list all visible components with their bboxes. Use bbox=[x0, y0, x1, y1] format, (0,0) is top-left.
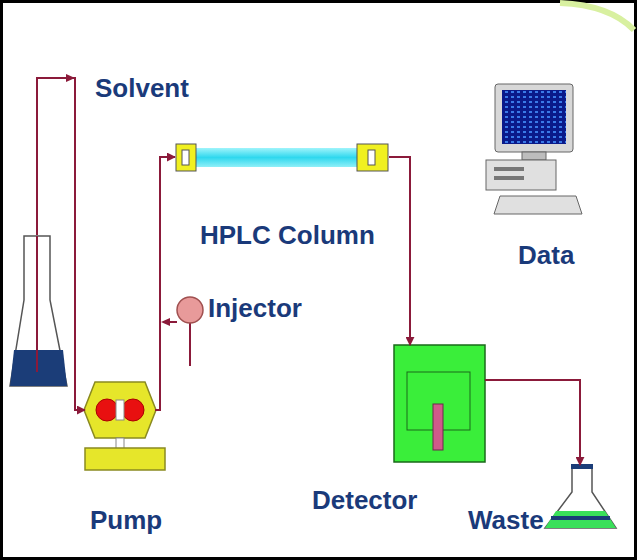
component-label: Waste bbox=[468, 505, 544, 535]
component-label-text: Detector bbox=[312, 485, 417, 515]
waste-liquid-band bbox=[551, 516, 610, 520]
solvent-reservoir: Solvent bbox=[10, 235, 67, 386]
waste-liquid bbox=[545, 511, 616, 528]
injector-valve bbox=[177, 297, 203, 323]
pump-head bbox=[84, 382, 156, 438]
monitor-screen bbox=[502, 90, 566, 144]
data-computer: Data bbox=[484, 82, 584, 216]
column-fitting bbox=[176, 144, 196, 171]
drive-slot bbox=[494, 167, 524, 171]
pump-base bbox=[85, 448, 165, 470]
solvent-flask bbox=[10, 236, 67, 386]
component-label-text: Injector bbox=[208, 293, 302, 323]
component-label: Injector bbox=[208, 293, 302, 323]
detector-box bbox=[394, 345, 485, 462]
waste-flask bbox=[545, 468, 616, 528]
component-label-text: HPLC Column bbox=[200, 220, 375, 250]
column-fitting bbox=[357, 144, 388, 171]
column-fitting-core bbox=[182, 150, 189, 165]
tubing bbox=[389, 157, 410, 345]
tubing bbox=[485, 380, 580, 465]
solvent-liquid bbox=[10, 350, 67, 386]
pump-valve bbox=[116, 400, 124, 420]
monitor-stand bbox=[522, 152, 546, 160]
injector-arrowhead bbox=[161, 318, 170, 326]
component-label-text: Waste bbox=[468, 505, 544, 535]
column-fitting-core bbox=[368, 150, 375, 165]
column-tube bbox=[194, 148, 359, 167]
drive-slot bbox=[494, 176, 524, 180]
waste-reservoir: Waste bbox=[545, 465, 617, 528]
corner-decoration bbox=[560, 3, 634, 30]
component-label-text: Pump bbox=[90, 505, 162, 535]
system-unit bbox=[486, 160, 556, 190]
hplc-column: HPLC Column bbox=[175, 143, 389, 171]
component-label-text: Solvent bbox=[95, 73, 189, 103]
monitor bbox=[495, 84, 573, 152]
component-label-text: Data bbox=[518, 240, 574, 270]
solvent-dip-tube bbox=[36, 236, 38, 372]
pump-piston bbox=[96, 399, 118, 421]
tubing bbox=[37, 78, 85, 410]
detector: Detector bbox=[394, 345, 485, 462]
component-label: HPLC Column bbox=[200, 220, 375, 250]
injector-port bbox=[189, 323, 191, 366]
waste-flask-cap bbox=[571, 464, 593, 469]
component-label: Solvent bbox=[95, 73, 189, 103]
tubing bbox=[155, 157, 175, 410]
component-label: Pump bbox=[90, 505, 162, 535]
component-label: Detector bbox=[312, 485, 417, 515]
pump: Pump bbox=[85, 380, 155, 470]
component-label: Data bbox=[518, 240, 574, 270]
injector: Injector bbox=[177, 297, 203, 323]
pump-piston bbox=[122, 399, 144, 421]
keyboard bbox=[494, 196, 582, 214]
detector-flow-cell bbox=[433, 404, 443, 450]
